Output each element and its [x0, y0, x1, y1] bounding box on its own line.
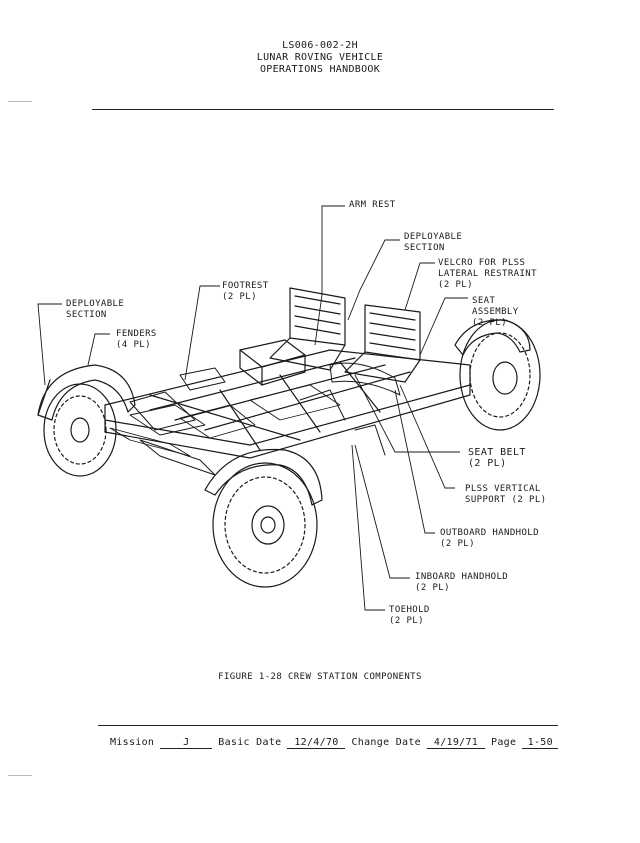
callout-fenders: FENDERS (4 PL): [116, 329, 157, 350]
footrest: [179, 362, 401, 396]
callout-arm-rest: ARM REST: [349, 200, 396, 210]
document-subtitle: OPERATIONS HANDBOOK: [259, 64, 381, 75]
scan-mark: [8, 775, 32, 776]
callout-seat-assembly: SEAT ASSEMBLY (2 PL): [472, 296, 519, 328]
front-left-fender: [37, 364, 136, 421]
basic-date-value: 12/4/70: [287, 737, 346, 749]
document-footer: Mission J Basic Date 12/4/70 Change Date…: [110, 737, 559, 749]
handholds: [299, 389, 386, 456]
footer-rule: [98, 725, 558, 726]
document-title: LUNAR ROVING VEHICLE: [256, 52, 384, 63]
page-label: Page: [491, 737, 517, 748]
rear-right-fender: [454, 319, 531, 356]
front-deployable-section: [129, 391, 216, 476]
right-seat: [344, 304, 421, 383]
front-right-fender: [204, 448, 323, 506]
callout-deployable-section-rear: DEPLOYABLE SECTION: [404, 232, 463, 253]
callout-outboard-handhold: OUTBOARD HANDHOLD (2 PL): [440, 528, 539, 549]
scan-mark: [8, 101, 32, 102]
callout-toehold: TOEHOLD (2 PL): [389, 605, 430, 626]
control-console: [239, 339, 306, 386]
callout-seat-belt: SEAT BELT (2 PL): [468, 447, 526, 469]
rear-right-wheel: [459, 319, 541, 431]
figure-caption: FIGURE 1-28 CREW STATION COMPONENTS: [218, 672, 422, 682]
callout-deployable-section-front: DEPLOYABLE SECTION: [66, 299, 125, 320]
document-header: LS006-002-2H LUNAR ROVING VEHICLE OPERAT…: [0, 40, 640, 76]
leader-lines: [37, 205, 468, 611]
callout-footrest: FOOTREST (2 PL): [222, 281, 269, 302]
callout-plss-vertical-support: PLSS VERTICAL SUPPORT (2 PL): [465, 484, 547, 505]
page-value: 1-50: [522, 737, 559, 749]
change-date-value: 4/19/71: [427, 737, 485, 749]
mission-label: Mission: [110, 737, 155, 748]
header-rule: [92, 109, 554, 110]
floor-panels: [109, 384, 341, 457]
callout-inboard-handhold: INBOARD HANDHOLD (2 PL): [415, 572, 509, 593]
mission-value: J: [160, 737, 213, 749]
front-right-wheel: [212, 462, 318, 588]
basic-date-label: Basic Date: [218, 737, 282, 748]
document-number: LS006-002-2H: [282, 40, 358, 51]
change-date-label: Change Date: [351, 737, 421, 748]
callout-velcro-plss: VELCRO FOR PLSS LATERAL RESTRAINT (2 PL): [438, 258, 537, 290]
left-seat: [269, 287, 346, 371]
